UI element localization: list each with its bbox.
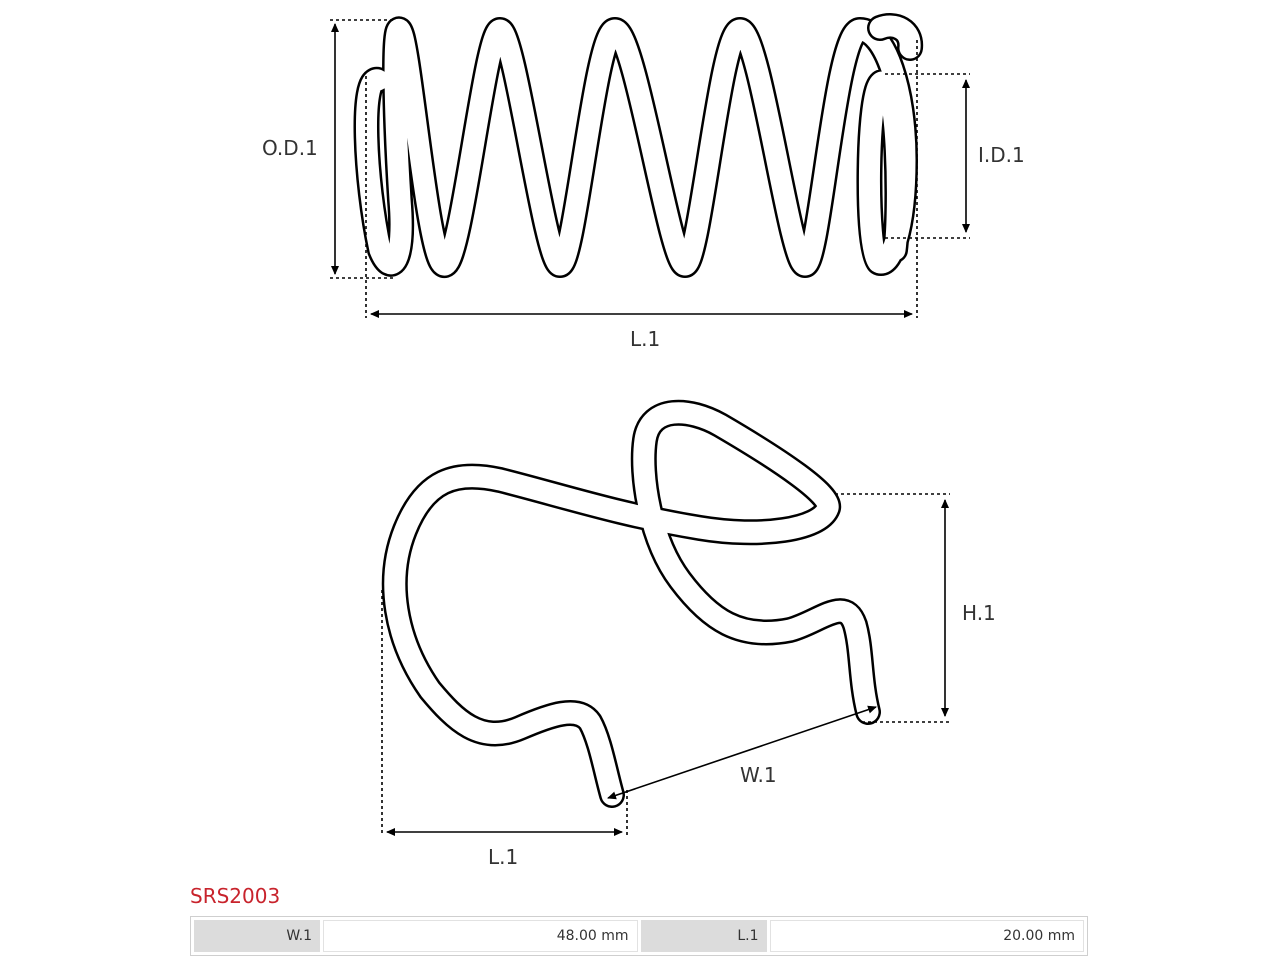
- clip-length-label: L.1: [488, 845, 518, 869]
- w1-dimension-arrow: [607, 705, 877, 800]
- spec-value-w1: 48.00 mm: [323, 920, 638, 952]
- wire-clip-drawing: H.1 W.1 L.1: [381, 399, 996, 869]
- spec-table: W.1 48.00 mm L.1 20.00 mm: [190, 916, 1088, 956]
- coil-spring-drawing: O.D.1 I.D.1 L.1: [262, 13, 1025, 351]
- spec-row: W.1 48.00 mm L.1 20.00 mm: [194, 920, 1084, 952]
- clip-wire-core: [384, 402, 879, 806]
- id-label: I.D.1: [978, 143, 1025, 167]
- spec-key-l1: L.1: [640, 920, 767, 952]
- h1-label: H.1: [962, 601, 996, 625]
- od-label: O.D.1: [262, 136, 318, 160]
- spec-key-w1: W.1: [194, 920, 320, 952]
- w1-label: W.1: [740, 763, 777, 787]
- spring-length-label: L.1: [630, 327, 660, 351]
- spec-value-l1: 20.00 mm: [769, 920, 1084, 952]
- part-number-title: SRS2003: [190, 884, 281, 908]
- spring-coil-core: [356, 18, 916, 276]
- technical-drawing: O.D.1 I.D.1 L.1 H.1 W.1 L.1: [262, 13, 1025, 869]
